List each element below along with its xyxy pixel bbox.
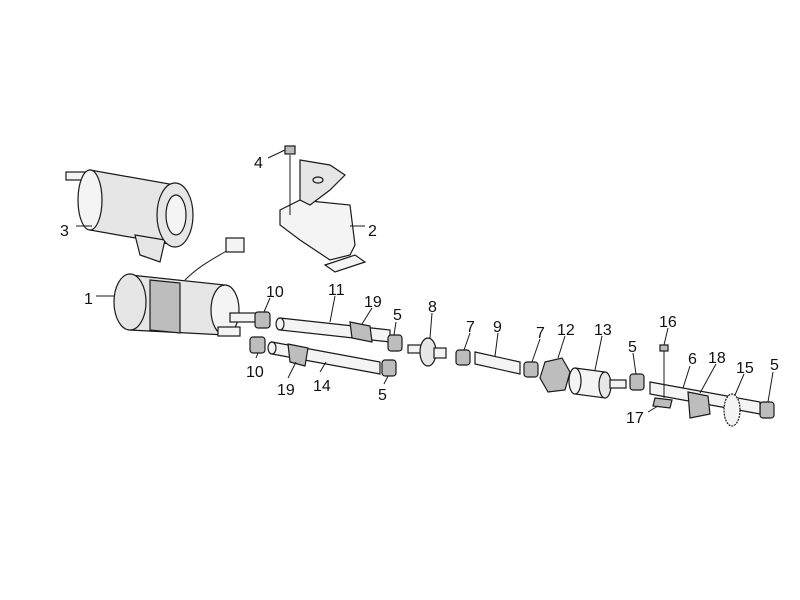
label-part-1: 1 (84, 291, 93, 308)
part-12-nut (539, 357, 571, 393)
label-part-5: 5 (770, 357, 779, 374)
part-3-canister (65, 169, 194, 263)
label-part-10: 10 (266, 284, 284, 301)
label-part-18: 18 (708, 350, 726, 367)
label-part-16: 16 (659, 314, 677, 331)
part-15-clamp (723, 393, 741, 427)
part-14-hose (267, 341, 381, 375)
label-part-8: 8 (428, 299, 437, 316)
label-part-7: 7 (466, 319, 475, 336)
label-part-19: 19 (364, 294, 382, 311)
label-part-6: 6 (688, 351, 697, 368)
label-part-19: 19 (277, 382, 295, 399)
part-10-clamps (249, 311, 271, 354)
part-8-fitting (407, 337, 447, 367)
part-11-hose (275, 317, 391, 343)
label-part-5: 5 (378, 387, 387, 404)
label-part-5: 5 (628, 339, 637, 356)
part-17-bracket (652, 397, 673, 409)
part-19-clips (287, 321, 373, 367)
label-part-9: 9 (493, 319, 502, 336)
part-18-clip (687, 391, 711, 419)
part-7-clamps (455, 349, 539, 378)
label-part-5: 5 (393, 307, 402, 324)
label-part-15: 15 (736, 360, 754, 377)
part-9-hose (474, 351, 521, 375)
label-part-2: 2 (368, 223, 377, 240)
label-part-13: 13 (594, 322, 612, 339)
label-part-12: 12 (557, 322, 575, 339)
label-part-3: 3 (60, 223, 69, 240)
part-13-filter (568, 367, 627, 399)
label-part-11: 11 (328, 282, 345, 299)
part-1-pump (113, 237, 261, 337)
part-2-bracket (279, 155, 367, 273)
label-part-7: 7 (536, 325, 545, 342)
label-part-10: 10 (246, 364, 264, 381)
label-part-4: 4 (254, 155, 263, 172)
part-4-screw (284, 145, 296, 155)
label-part-17: 17 (626, 410, 644, 427)
leader-lines (76, 149, 774, 413)
label-part-14: 14 (313, 378, 331, 395)
part-5-clamps (381, 334, 775, 419)
